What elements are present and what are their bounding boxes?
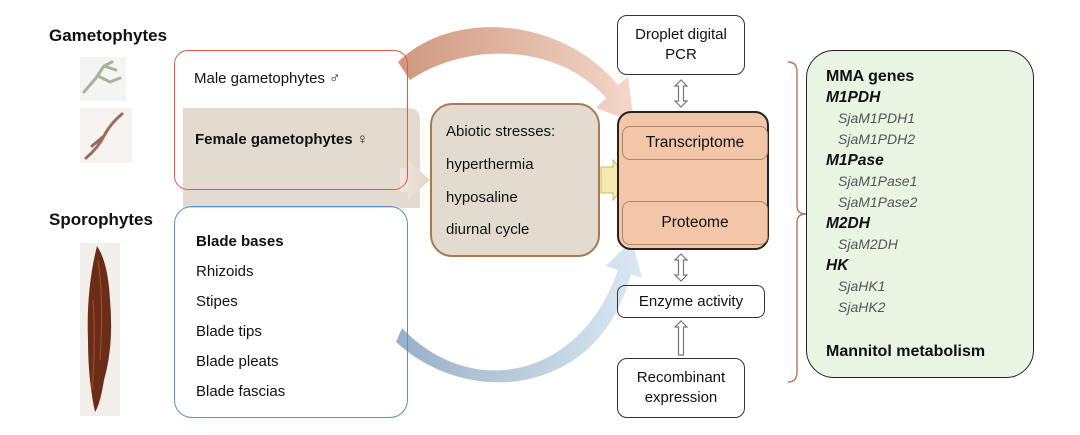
mma-genes-panel	[806, 50, 1034, 378]
stress-box	[430, 103, 600, 257]
sporophyte-item-rhizoids: Rhizoids	[196, 263, 254, 280]
female-gametophytes-label: Female gametophytes ♀	[195, 131, 368, 148]
stress-title: Abiotic stresses:	[446, 123, 556, 140]
gene-group-hk: HK	[826, 257, 849, 274]
double-arrow-ddpcr	[673, 79, 689, 108]
gene-sjam1pase2: SjaM1Pase2	[838, 194, 918, 210]
gene-group-m1pase: M1Pase	[826, 152, 884, 169]
stress-item-diurnal-cycle: diurnal cycle	[446, 221, 530, 238]
sporophyte-item-blade-fascias: Blade fascias	[196, 383, 286, 400]
gene-sjam1pdh1: SjaM1PDH1	[838, 110, 916, 126]
pink-curved-arrow	[398, 27, 634, 122]
mannitol-metabolism-label: Mannitol metabolism	[826, 343, 986, 360]
ddpcr-box: Droplet digital PCR	[617, 15, 745, 75]
gene-sjam1pase1: SjaM1Pase1	[838, 173, 918, 189]
gene-list: MMA genes M1PDH SjaM1PDH1 SjaM1PDH2 M1Pa…	[826, 66, 917, 318]
bracket	[787, 61, 807, 383]
proteome-box: Proteome	[622, 201, 768, 245]
gametophyte-image-2	[80, 108, 132, 163]
mma-genes-title: MMA genes	[826, 68, 915, 85]
gene-group-m2dh: M2DH	[826, 215, 870, 232]
gene-sjahk1: SjaHK1	[838, 278, 886, 294]
enzyme-activity-box: Enzyme activity	[617, 285, 765, 318]
sporophyte-image	[80, 243, 120, 416]
gametophytes-heading: Gametophytes	[49, 26, 168, 45]
sporophytes-heading: Sporophytes	[49, 210, 153, 229]
recombinant-expression-box: Recombinant expression	[617, 358, 745, 418]
gene-sjahk2: SjaHK2	[838, 299, 886, 315]
sporophyte-item-blade-bases: Blade bases	[196, 233, 284, 250]
beige-band	[183, 108, 420, 208]
gene-group-m1pdh: M1PDH	[826, 89, 881, 106]
transcriptome-box: Transcriptome	[622, 126, 768, 160]
sporophyte-item-blade-pleats: Blade pleats	[196, 353, 279, 370]
gametophyte-box	[174, 50, 408, 190]
gene-sjam1pdh2: SjaM1PDH2	[838, 131, 916, 147]
gene-sjam2dh: SjaM2DH	[838, 236, 898, 252]
gametophyte-image-1	[80, 57, 126, 101]
double-arrow-enzyme	[673, 253, 689, 282]
sporophyte-item-stipes: Stipes	[196, 293, 238, 310]
stress-item-hyposaline: hyposaline	[446, 189, 518, 206]
male-gametophytes-label: Male gametophytes ♂	[194, 70, 341, 87]
sporophyte-box	[174, 206, 408, 418]
up-arrow-recombinant	[673, 320, 689, 356]
stress-item-hyperthermia: hyperthermia	[446, 156, 534, 173]
blue-curved-arrow	[396, 240, 642, 383]
sporophyte-item-blade-tips: Blade tips	[196, 323, 262, 340]
